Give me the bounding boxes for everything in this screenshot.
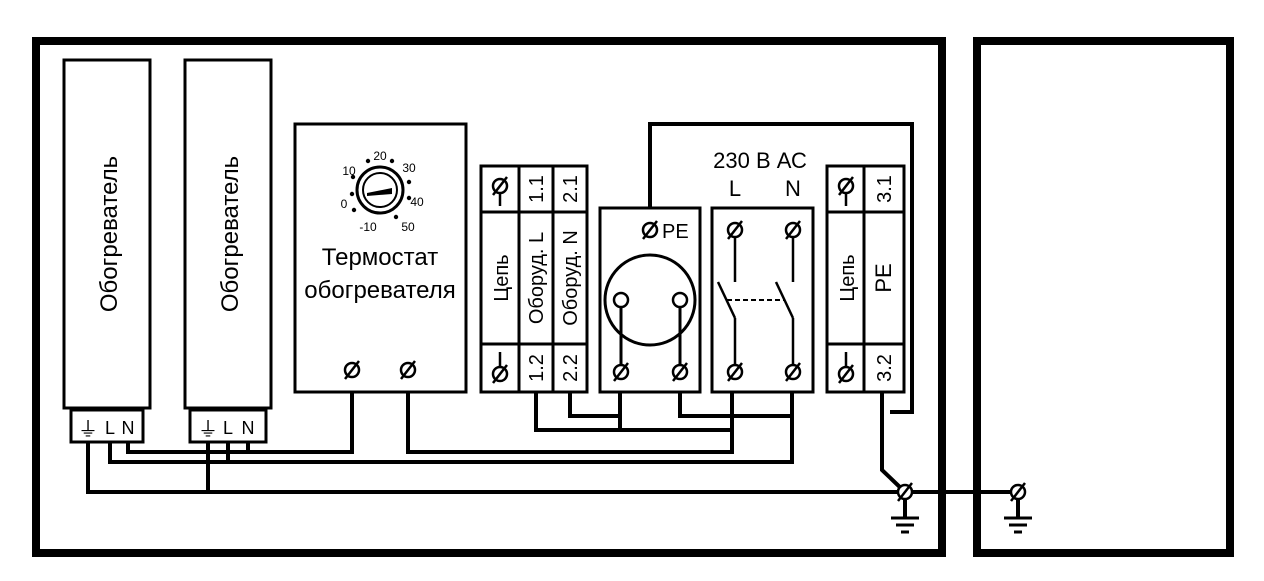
heater-1: Обогреватель ⏚ L N <box>62 58 152 444</box>
socket-terminal-l-icon <box>612 361 630 383</box>
terminal-block-right-top-icon <box>837 175 855 197</box>
heater-2-terminal-strip <box>188 408 268 444</box>
supply-n-in-terminal-icon <box>784 219 802 241</box>
socket-pe-terminal-icon <box>641 219 659 241</box>
n-bus-wire <box>126 370 354 454</box>
thermostat-terminal-1-icon <box>343 359 361 381</box>
terminal-3-2-number: 3.2 <box>874 354 896 382</box>
supply-l-label: L <box>729 176 741 201</box>
terminal-block-left-body <box>479 164 589 394</box>
dial-mark-40: 40 <box>410 195 424 209</box>
heater-1-label: Обогреватель <box>96 156 123 312</box>
heater-2-ground-terminal: ⏚ <box>198 419 218 441</box>
terminal-block-right-circuit-label: Цепь <box>837 254 859 301</box>
thermostat-title-line1: Термостат <box>322 244 438 271</box>
dial-mark-30: 30 <box>402 161 416 175</box>
switch-contact-l-icon <box>716 281 737 319</box>
adjacent-enclosure <box>973 37 1234 557</box>
terminal-block-left-label-2: Оборуд. N <box>560 230 582 326</box>
ground-terminal-main-icon <box>896 481 914 503</box>
dial-pointer-icon <box>367 188 392 196</box>
thermostat-title-line2: обогревателя <box>304 277 455 304</box>
terminal-block-left-label-1: Оборуд. L <box>526 232 548 324</box>
thermostat-dial: -10 0 10 20 30 40 50 <box>341 149 424 234</box>
heater-1-l-terminal: L <box>105 418 115 438</box>
ground-main-icon <box>889 516 921 534</box>
pe-down-wire <box>880 392 907 494</box>
wire-1-2 <box>534 388 734 432</box>
socket-outlet-icon <box>603 253 697 347</box>
terminal-2-1-number: 2.1 <box>560 175 582 203</box>
wire-2-2 <box>568 388 622 418</box>
supply-voltage-label: 230 В АС <box>713 148 807 173</box>
ground-bus-wire <box>86 432 905 494</box>
terminal-block-right-bottom-icon <box>837 363 855 385</box>
dial-mark-0: 0 <box>341 197 348 211</box>
pe-top-wire <box>648 122 914 414</box>
heater-2: Обогреватель ⏚ L N <box>183 58 273 444</box>
dial-mark-20: 20 <box>373 149 387 163</box>
terminal-block-left: Цепь Оборуд. L Оборуд. N 1.1 2.1 1.2 2.2 <box>479 164 589 394</box>
ground-terminal-adjacent-icon <box>1009 481 1027 503</box>
supply-l-in-terminal-icon <box>726 219 744 241</box>
heater-2-n-terminal: N <box>242 418 255 438</box>
socket-pe-label: PE <box>662 221 689 243</box>
supply-n-label: N <box>785 176 801 201</box>
heater-2-body <box>183 58 273 410</box>
heater-1-terminal-strip <box>69 408 145 444</box>
thermostat-body <box>293 122 468 394</box>
heater-1-ground-terminal: ⏚ <box>78 419 98 441</box>
terminal-2-2-number: 2.2 <box>560 354 582 382</box>
terminal-block-left-bottom-icon <box>491 363 509 385</box>
supply-switch: 230 В АС L N <box>710 148 815 394</box>
terminal-block-left-circuit-label: Цепь <box>491 254 513 301</box>
heater-2-label: Обогреватель <box>217 156 244 312</box>
thermostat-terminal-2-icon <box>399 359 417 381</box>
socket-terminal-n-icon <box>671 361 689 383</box>
wire-socket-n <box>678 388 794 418</box>
dial-mark-50: 50 <box>401 220 415 234</box>
terminal-3-1-number: 3.1 <box>874 175 896 203</box>
heater-1-body <box>62 58 152 410</box>
supply-l-out-terminal-icon <box>726 361 744 383</box>
terminal-block-right-pe-label: PE <box>871 263 896 292</box>
supply-n-out-terminal-icon <box>784 361 802 383</box>
heater-2-l-terminal: L <box>223 418 233 438</box>
terminal-1-2-number: 1.2 <box>526 354 548 382</box>
socket: PE <box>598 206 702 394</box>
dial-mark-10: 10 <box>342 164 356 178</box>
wires <box>86 122 1020 518</box>
ground-adjacent-icon <box>1002 516 1034 534</box>
terminal-block-left-top-icon <box>491 175 509 197</box>
l-bus-wire <box>108 388 794 464</box>
dial-mark-minus10: -10 <box>359 220 377 234</box>
thermostat: -10 0 10 20 30 40 50 Термостат обогреват… <box>293 122 468 394</box>
main-enclosure <box>32 37 946 557</box>
heater-1-n-terminal: N <box>122 418 135 438</box>
terminal-1-1-number: 1.1 <box>526 175 548 203</box>
terminal-block-right: Цепь PE 3.1 3.2 <box>825 164 906 394</box>
